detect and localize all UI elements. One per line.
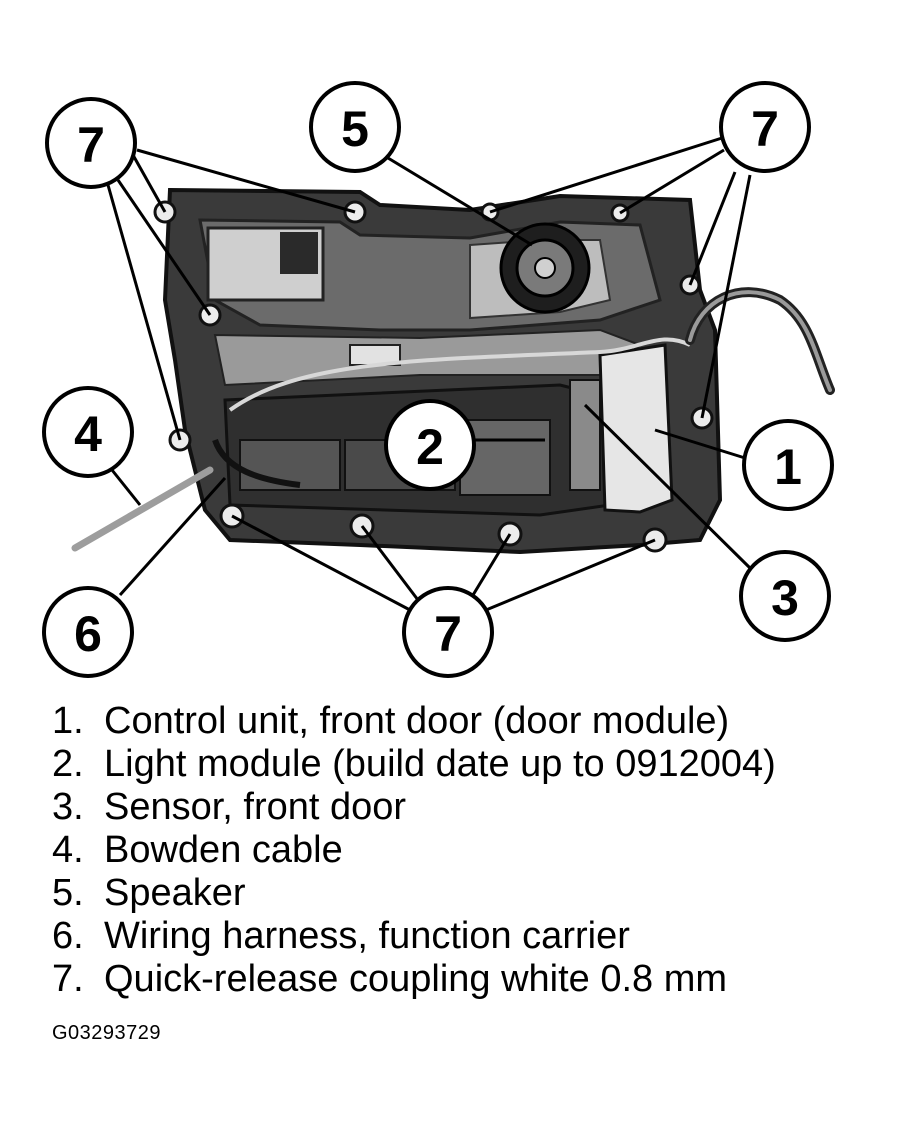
figure-id: G03293729 xyxy=(52,1022,162,1044)
legend-number: 4. xyxy=(52,829,84,871)
legend-number: 6. xyxy=(52,915,84,957)
door-module-diagram: 7 5 7 4 2 1 6 7 3 xyxy=(42,81,835,678)
legend-number: 5. xyxy=(52,872,84,914)
legend-item: 6. Wiring harness, function carrier xyxy=(52,915,776,958)
callout-6: 6 xyxy=(74,606,102,662)
callouts xyxy=(42,81,834,678)
legend-number: 7. xyxy=(52,958,84,1000)
legend-item: 3. Sensor, front door xyxy=(52,786,776,829)
legend-item: 4. Bowden cable xyxy=(52,829,776,872)
legend-item: 1. Control unit, front door (door module) xyxy=(52,700,776,743)
callout-1: 1 xyxy=(774,439,802,495)
legend-text: Light module (build date up to 0912004) xyxy=(104,743,776,785)
legend-number: 2. xyxy=(52,743,84,785)
legend-text: Bowden cable xyxy=(104,829,343,871)
function-carrier-illustration xyxy=(71,187,835,555)
callout-5: 5 xyxy=(341,101,369,157)
legend-number: 1. xyxy=(52,700,84,742)
callout-7-top-right: 7 xyxy=(751,101,779,157)
legend-number: 3. xyxy=(52,786,84,828)
callout-3: 3 xyxy=(771,570,799,626)
callout-7-top-left: 7 xyxy=(77,117,105,173)
legend-text: Control unit, front door (door module) xyxy=(104,700,730,742)
legend-text: Quick-release coupling white 0.8 mm xyxy=(104,958,728,1000)
legend-item: 7. Quick-release coupling white 0.8 mm xyxy=(52,958,776,1001)
legend-list: 1. Control unit, front door (door module)… xyxy=(52,700,776,1001)
control-unit-illustration xyxy=(569,343,674,514)
callout-4: 4 xyxy=(74,406,102,462)
callout-2: 2 xyxy=(416,419,444,475)
leader-lines xyxy=(106,136,752,612)
speaker-illustration xyxy=(499,222,591,314)
legend-text: Speaker xyxy=(104,872,246,914)
legend-text: Sensor, front door xyxy=(104,786,407,828)
bowden-cable-line xyxy=(71,466,214,552)
callout-7-bottom: 7 xyxy=(434,606,462,662)
wiring-harness-line xyxy=(228,337,691,412)
legend-item: 2. Light module (build date up to 0912004… xyxy=(52,743,776,786)
legend-text: Wiring harness, function carrier xyxy=(104,915,630,957)
legend-item: 5. Speaker xyxy=(52,872,776,915)
